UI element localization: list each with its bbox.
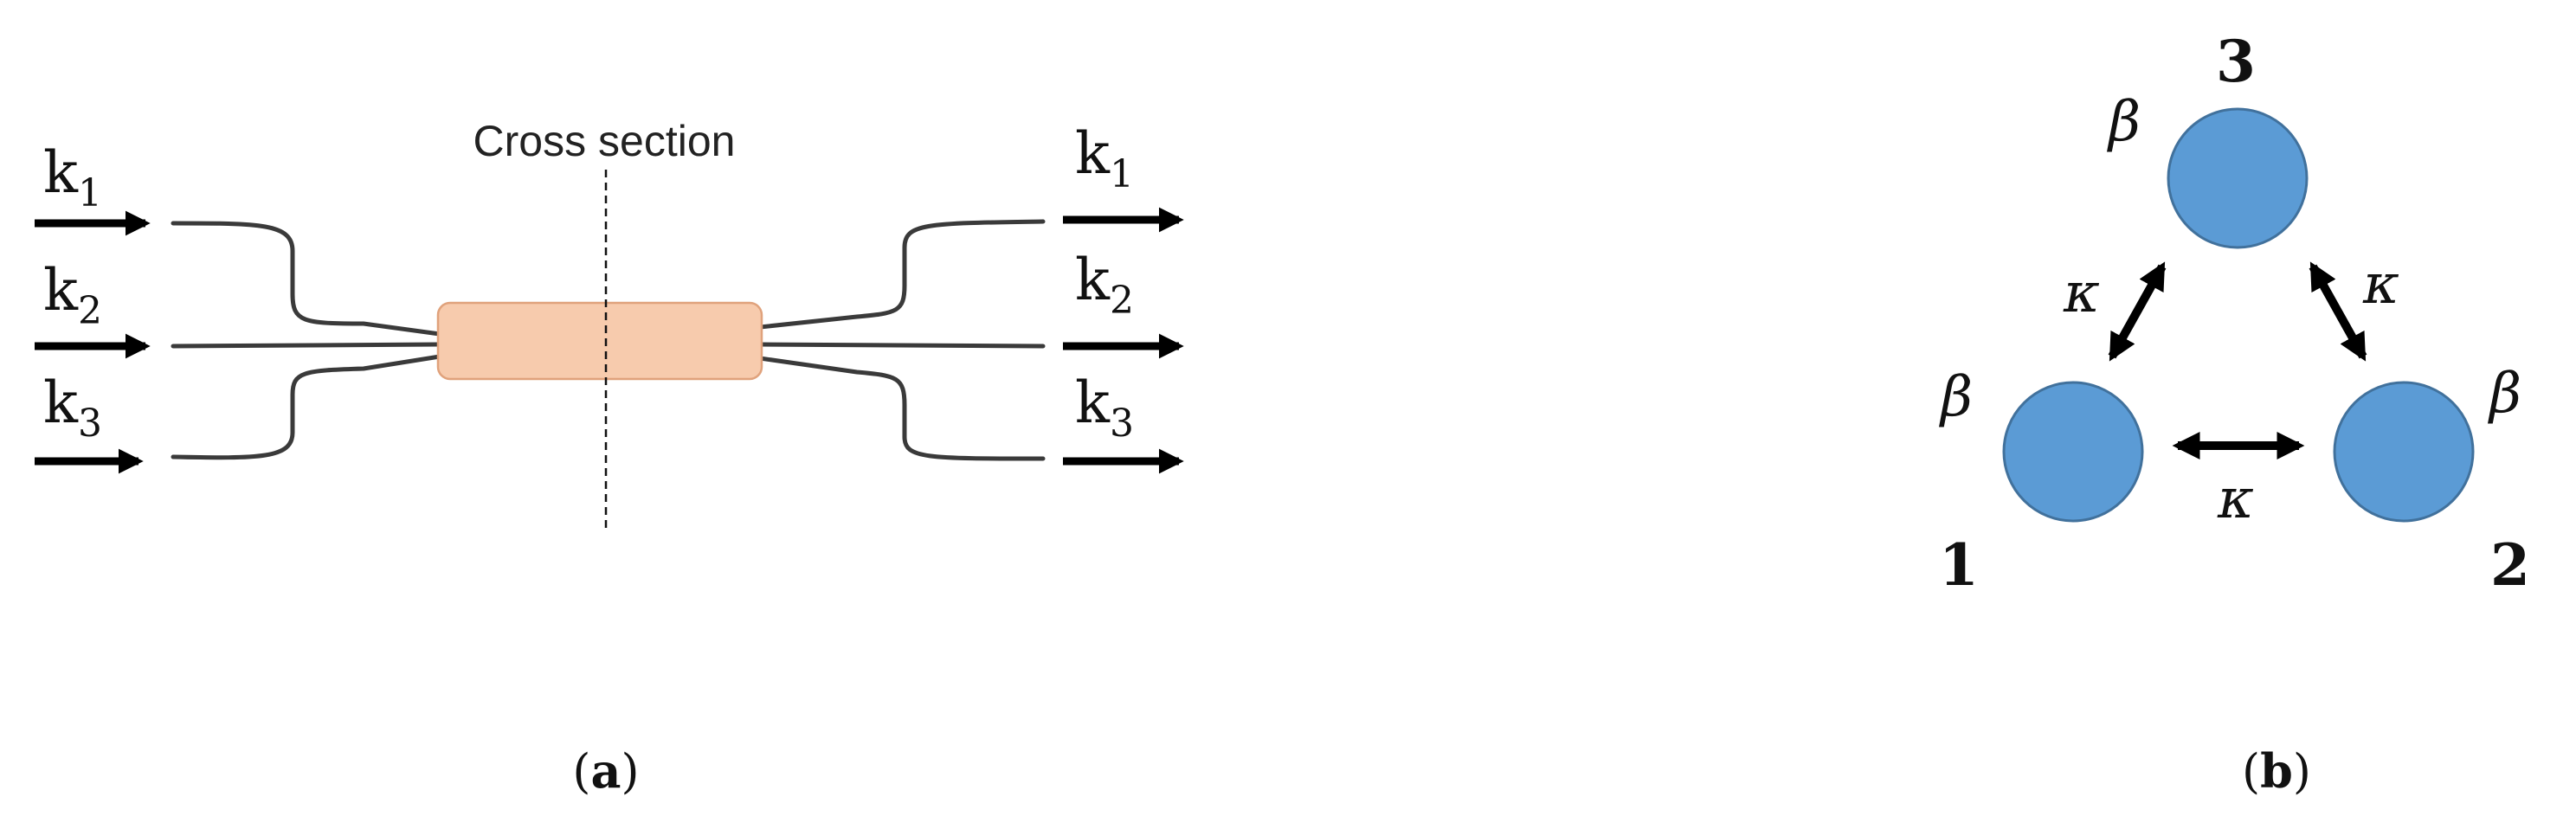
input-label-k1: k1 xyxy=(43,139,102,215)
waveguide-right-middle xyxy=(757,342,1046,349)
node-label-1: 1 xyxy=(1939,531,1979,599)
beta-label-node-2: β xyxy=(2488,362,2521,426)
waveguide-right-bottom xyxy=(757,356,1046,461)
coupling-arrow-3-2 xyxy=(2309,261,2367,362)
waveguide-left-middle xyxy=(171,342,442,349)
caption-b: (b) xyxy=(2242,743,2311,799)
panel-b: 3 1 2 β β β κ κ κ (b) xyxy=(1939,28,2530,799)
cross-section-label: Cross section xyxy=(473,117,736,165)
node-label-3: 3 xyxy=(2216,28,2256,95)
beta-label-node-3: β xyxy=(2107,90,2141,154)
input-label-k2: k2 xyxy=(43,257,102,333)
waveguide-left-top xyxy=(171,221,442,337)
kappa-label-1-3: κ xyxy=(2063,261,2100,325)
panel-a: k1 k2 k3 Cross section k1 k2 k3 (a) xyxy=(35,117,1184,799)
input-label-k3: k3 xyxy=(43,369,102,446)
kappa-label-1-2: κ xyxy=(2217,467,2254,531)
output-label-k2: k2 xyxy=(1075,247,1134,323)
node-label-2: 2 xyxy=(2490,531,2530,599)
output-label-k1: k1 xyxy=(1075,120,1134,196)
caption-a: (a) xyxy=(572,743,639,799)
node-3 xyxy=(2167,107,2309,249)
kappa-label-3-2: κ xyxy=(2362,253,2399,317)
input-arrows xyxy=(35,210,151,474)
output-arrows xyxy=(1063,207,1184,474)
beta-label-node-1: β xyxy=(1939,365,1973,429)
coupler-region xyxy=(436,301,763,381)
coupling-arrow-1-3 xyxy=(2108,261,2167,362)
waveguide-left-bottom xyxy=(171,354,442,460)
node-2 xyxy=(2333,381,2475,523)
waveguide-right-top xyxy=(757,219,1046,330)
output-label-k3: k3 xyxy=(1075,369,1134,446)
node-1 xyxy=(2002,381,2144,523)
